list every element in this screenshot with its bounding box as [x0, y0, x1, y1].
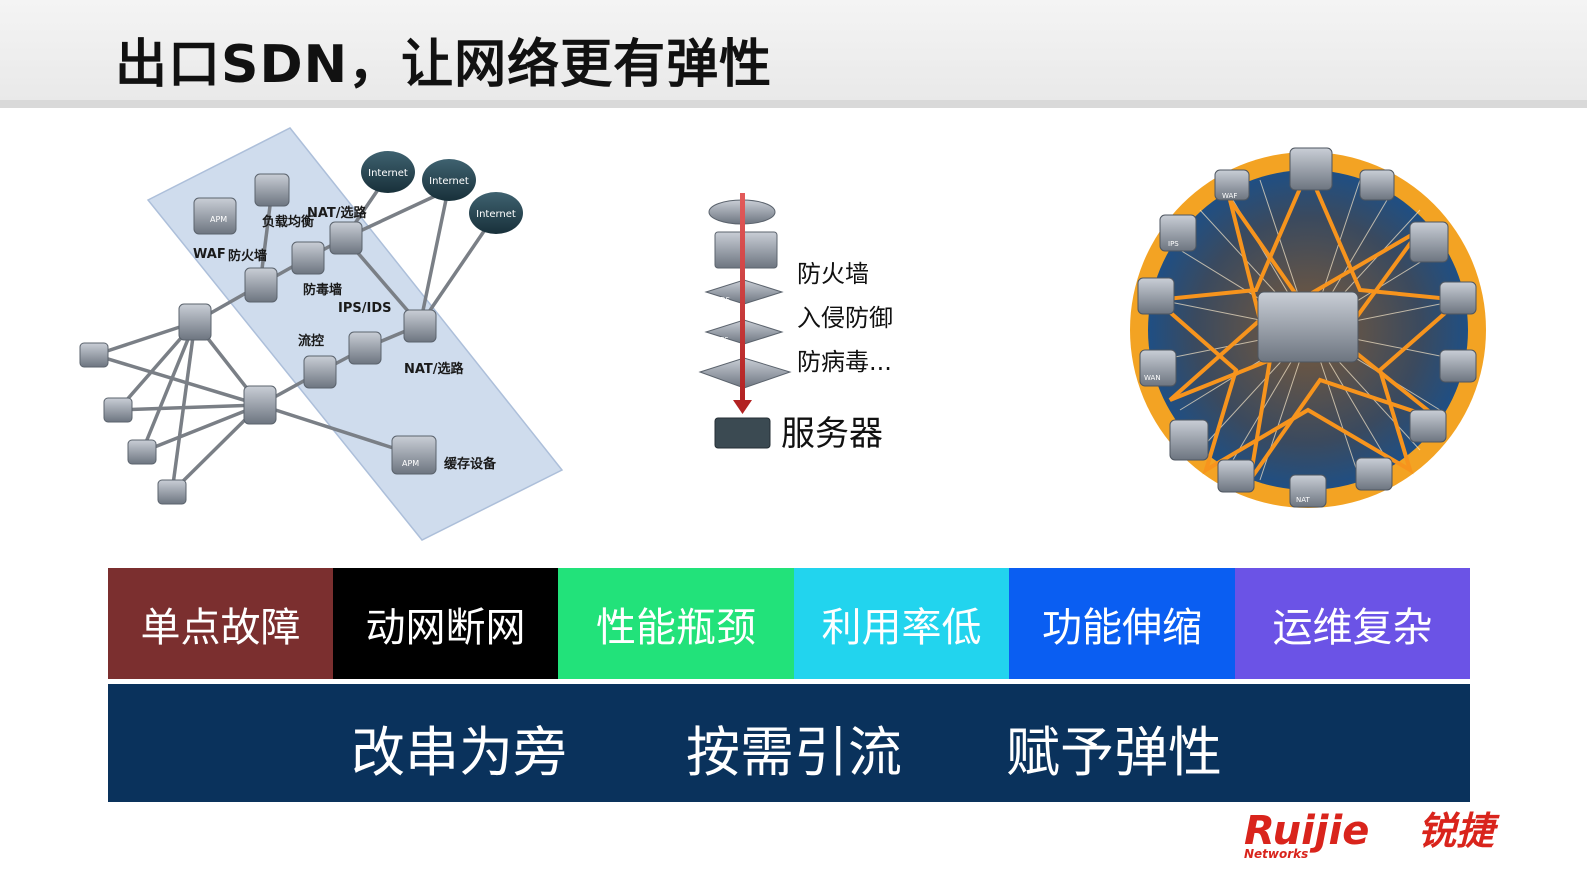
- peripheral-device-icon: [1289, 147, 1333, 191]
- peripheral-device-icon: [1289, 474, 1327, 508]
- traffic-arrow-shaft: [740, 193, 745, 403]
- peripheral-device-icon: [1137, 277, 1175, 315]
- server-icon: [714, 417, 771, 449]
- solutions-bar: 改串为旁 按需引流 赋予弹性: [108, 684, 1470, 802]
- cache-label: 缓存设备: [444, 456, 497, 472]
- firewall-label: 防火墙: [228, 248, 267, 264]
- star-links: [1151, 164, 1465, 482]
- solution-bypass: 改串为旁: [351, 721, 567, 784]
- apm-tag: APM: [210, 215, 227, 224]
- peripheral-device-icon: [1355, 457, 1393, 491]
- load-balance-label: 负载均衡: [262, 214, 314, 230]
- solution-on-demand-steering: 按需引流: [686, 721, 902, 784]
- diagram-area: Internet Internet Internet: [79, 127, 1486, 541]
- ruijie-logo: Ruijie 锐捷 Networks: [1244, 808, 1500, 861]
- peripheral-device-icon: [1409, 409, 1447, 443]
- waf-label: WAF: [193, 247, 226, 262]
- issue-network-disruption: 动网断网: [333, 568, 558, 679]
- stack-label-antivirus: 防病毒...: [797, 348, 892, 376]
- internet-cloud-3: Internet: [469, 192, 523, 234]
- svg-text:IDS: IDS: [718, 296, 730, 304]
- peripheral-device-icon: [1217, 459, 1255, 493]
- nat-router-top-icon: [329, 221, 363, 255]
- svg-text:Internet: Internet: [429, 176, 469, 187]
- issue-low-utilization: 利用率低: [794, 568, 1009, 679]
- access-switch-icon: [127, 439, 157, 465]
- core-switch-icon: [178, 303, 212, 341]
- solution-elasticity: 赋予弹性: [1006, 721, 1222, 784]
- nat-router-bottom-icon: [403, 309, 437, 343]
- ips-ids-label: IPS/IDS: [338, 301, 391, 316]
- antivirus-wall-icon: [291, 241, 325, 275]
- svg-text:WAF: WAF: [1222, 192, 1237, 200]
- middle-serial-diagram: IDS IPS 防火墙 入侵防御 防病毒... 服务器: [698, 193, 893, 454]
- access-switch-icon: [157, 479, 187, 505]
- internet-cloud-2: Internet: [422, 159, 476, 201]
- access-switch-icon: [79, 342, 109, 368]
- issue-performance-bottleneck: 性能瓶颈: [558, 568, 794, 679]
- access-switch-icon: [103, 397, 133, 423]
- nat-top-label: NAT/选路: [307, 205, 368, 221]
- left-network-diagram: Internet Internet Internet: [79, 127, 564, 541]
- load-balancer-icon: [254, 173, 290, 207]
- svg-text:Networks: Networks: [1244, 847, 1308, 861]
- firewall-device-icon: [244, 267, 278, 303]
- issue-feature-scaling: 功能伸缩: [1009, 568, 1235, 679]
- svg-text:Ruijie: Ruijie: [1244, 808, 1369, 854]
- svg-text:IPS: IPS: [1168, 240, 1179, 248]
- ips-ids-device-icon: [348, 331, 382, 365]
- peripheral-device-icon: [1169, 419, 1209, 461]
- peripheral-device-icon: [1409, 221, 1449, 263]
- svg-text:Internet: Internet: [368, 168, 408, 179]
- internet-cloud-1: Internet: [361, 151, 415, 193]
- traffic-arrow-head: [733, 400, 752, 414]
- firewall-box-icon: [714, 231, 778, 269]
- issue-complex-operations: 运维复杂: [1235, 568, 1470, 679]
- slide-title: 出口SDN，让网络更有弹性: [115, 35, 773, 95]
- stack-label-ips: 入侵防御: [797, 304, 893, 332]
- issues-bar: 单点故障 动网断网 性能瓶颈 利用率低 功能伸缩 运维复杂: [108, 568, 1470, 679]
- svg-text:锐捷: 锐捷: [1418, 809, 1500, 853]
- antivirus-wall-label: 防毒墙: [303, 282, 342, 298]
- peripheral-device-icon: [1159, 214, 1197, 252]
- svg-text:NAT: NAT: [1296, 496, 1310, 504]
- svg-text:IPS: IPS: [718, 336, 729, 344]
- peripheral-device-icon: [1439, 281, 1477, 315]
- slide-header: 出口SDN，让网络更有弹性: [0, 0, 1587, 108]
- peripheral-device-icon: [1359, 169, 1395, 201]
- apm-tag: APM: [402, 459, 419, 468]
- svg-text:WAN: WAN: [1144, 374, 1161, 382]
- issue-single-point-failure: 单点故障: [108, 568, 333, 679]
- nat-bottom-label: NAT/选路: [404, 361, 465, 377]
- aggregation-switch-icon: [243, 385, 277, 425]
- peripheral-device-icon: [1139, 349, 1177, 387]
- peripheral-device-icon: [1214, 169, 1250, 201]
- server-label: 服务器: [781, 414, 883, 454]
- apm-device-icon: [193, 197, 237, 235]
- flow-control-icon: [303, 355, 337, 389]
- central-controller-icon: [1257, 291, 1359, 363]
- cache-device-icon: [391, 435, 437, 475]
- right-elastic-diagram: WAF IPS NAT WAN: [1130, 147, 1486, 508]
- svg-text:Internet: Internet: [476, 209, 516, 220]
- flow-control-label: 流控: [298, 333, 324, 349]
- peripheral-device-icon: [1439, 349, 1477, 383]
- stack-label-firewall: 防火墙: [797, 260, 869, 288]
